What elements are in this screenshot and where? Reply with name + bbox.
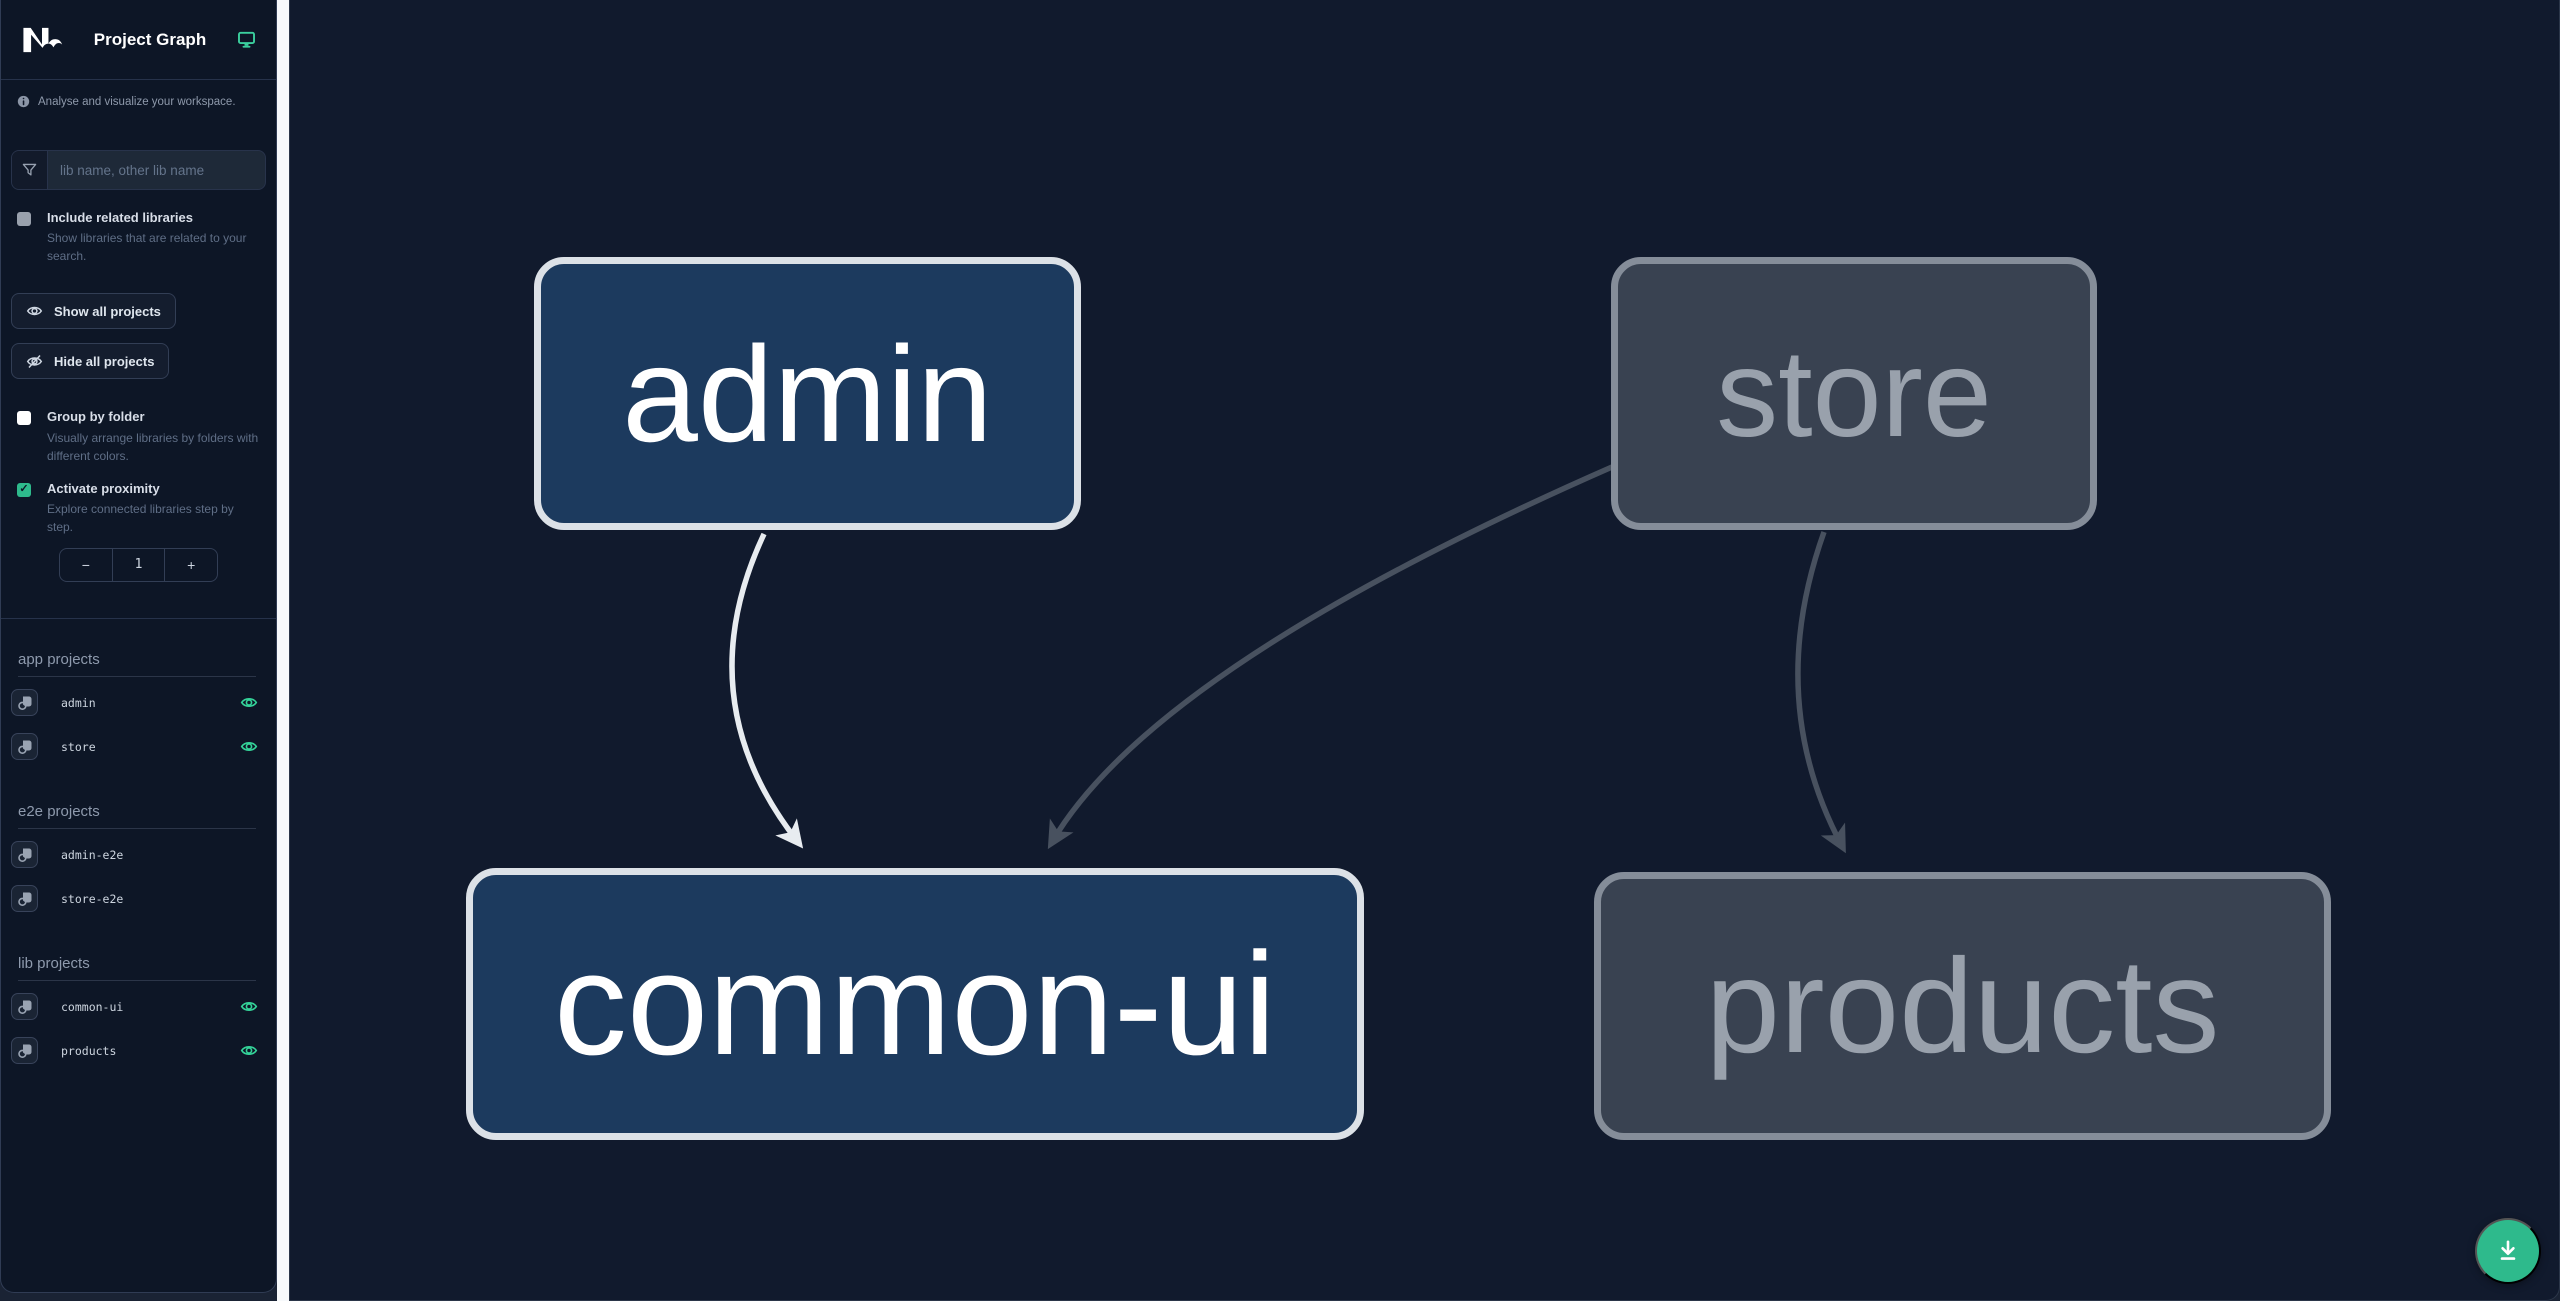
project-row-store: store xyxy=(1,727,276,767)
node-label: store xyxy=(1716,324,1992,463)
include-related-option[interactable]: Include related libraries Show libraries… xyxy=(17,210,260,265)
focus-icon xyxy=(17,740,31,754)
sidebar-header: Project Graph xyxy=(1,0,276,80)
project-row-products: products xyxy=(1,1031,276,1071)
activate-proximity-option[interactable]: ✓ Activate proximity Explore connected l… xyxy=(17,481,260,536)
focus-project-button[interactable] xyxy=(11,993,38,1021)
node-label: products xyxy=(1705,931,2220,1081)
search-box xyxy=(11,150,266,190)
eye-icon xyxy=(240,698,258,708)
project-name: store xyxy=(61,739,96,754)
eye-icon xyxy=(26,307,43,316)
download-graph-button[interactable] xyxy=(2475,1218,2541,1284)
project-name: admin xyxy=(61,695,96,710)
section-app-projects: app projects admin xyxy=(1,651,276,767)
eye-icon xyxy=(240,1002,258,1012)
activate-proximity-label: Activate proximity xyxy=(47,480,160,496)
graph-node-common-ui[interactable]: common-ui xyxy=(466,868,1364,1140)
edge-admin-common-ui xyxy=(729,532,804,849)
focus-project-button[interactable] xyxy=(11,689,38,717)
toggle-visibility-button[interactable] xyxy=(240,1042,258,1060)
node-label: common-ui xyxy=(553,922,1277,1085)
include-related-label: Include related libraries xyxy=(47,210,193,225)
project-name: products xyxy=(61,1043,117,1058)
tagline-row: Analyse and visualize your workspace. xyxy=(1,80,276,120)
graph-node-products[interactable]: products xyxy=(1594,872,2331,1140)
eye-icon xyxy=(240,1046,258,1056)
focus-project-button[interactable] xyxy=(11,885,38,913)
show-all-projects-label: Show all projects xyxy=(54,303,161,319)
focus-project-button[interactable] xyxy=(11,1037,38,1065)
search-input[interactable] xyxy=(48,151,265,189)
edge-store-common-ui xyxy=(1047,464,1614,850)
group-by-folder-option[interactable]: Group by folder Visually arrange librari… xyxy=(17,409,260,464)
focus-icon xyxy=(17,848,31,862)
group-by-folder-checkbox[interactable] xyxy=(17,411,31,426)
hide-all-projects-label: Hide all projects xyxy=(54,353,155,369)
filter-icon xyxy=(12,151,48,189)
page-title: Project Graph xyxy=(93,29,207,49)
tagline-text: Analyse and visualize your workspace. xyxy=(38,95,236,108)
project-name: common-ui xyxy=(61,999,124,1014)
project-row-admin-e2e: admin-e2e xyxy=(1,835,276,875)
info-icon xyxy=(17,95,30,108)
include-related-description: Show libraries that are related to your … xyxy=(47,231,247,264)
proximity-increment-button[interactable]: + xyxy=(164,548,217,581)
focus-project-button[interactable] xyxy=(11,733,38,761)
focus-icon xyxy=(17,1000,31,1014)
sidebar: Project Graph Analyse and visualize your… xyxy=(0,0,277,1293)
node-label: admin xyxy=(622,317,993,470)
section-title: app projects xyxy=(18,651,256,677)
section-title: lib projects xyxy=(18,955,256,981)
nx-logo xyxy=(23,27,63,52)
graph-canvas[interactable]: admin store common-ui products xyxy=(289,0,2560,1301)
show-all-projects-button[interactable]: Show all projects xyxy=(11,293,176,330)
project-row-common-ui: common-ui xyxy=(1,987,276,1027)
project-name: admin-e2e xyxy=(61,847,124,862)
section-e2e-projects: e2e projects admin-e2e store-e2e xyxy=(1,803,276,919)
activate-proximity-description: Explore connected libraries step by step… xyxy=(47,501,234,534)
toggle-visibility-button[interactable] xyxy=(240,694,258,712)
section-title: e2e projects xyxy=(18,803,256,829)
eye-off-icon xyxy=(26,354,43,368)
download-icon xyxy=(2500,1240,2516,1260)
sidebar-resize-handle[interactable] xyxy=(277,0,289,1301)
eye-icon xyxy=(240,742,258,752)
edge-store-products xyxy=(1795,531,1846,854)
project-row-store-e2e: store-e2e xyxy=(1,879,276,919)
focus-icon xyxy=(17,696,31,710)
hide-all-projects-button[interactable]: Hide all projects xyxy=(11,343,170,380)
sidebar-divider xyxy=(1,617,276,619)
project-row-admin: admin xyxy=(1,683,276,723)
group-by-folder-label: Group by folder xyxy=(47,409,145,425)
proximity-decrement-button[interactable]: − xyxy=(60,548,113,581)
monitor-icon xyxy=(238,31,255,48)
graph-node-store[interactable]: store xyxy=(1611,257,2097,530)
group-by-folder-description: Visually arrange libraries by folders wi… xyxy=(47,430,259,463)
activate-proximity-checkbox[interactable]: ✓ xyxy=(17,482,31,497)
focus-project-button[interactable] xyxy=(11,841,38,869)
project-name: store-e2e xyxy=(61,891,124,906)
graph-node-admin[interactable]: admin xyxy=(534,257,1081,530)
include-related-checkbox[interactable] xyxy=(17,212,31,226)
focus-icon xyxy=(17,892,31,906)
focus-icon xyxy=(17,1044,31,1058)
toggle-visibility-button[interactable] xyxy=(240,738,258,756)
section-lib-projects: lib projects common-ui xyxy=(1,955,276,1071)
proximity-value: 1 xyxy=(134,557,143,573)
toggle-visibility-button[interactable] xyxy=(240,998,258,1016)
proximity-stepper: − 1 + xyxy=(59,547,218,582)
